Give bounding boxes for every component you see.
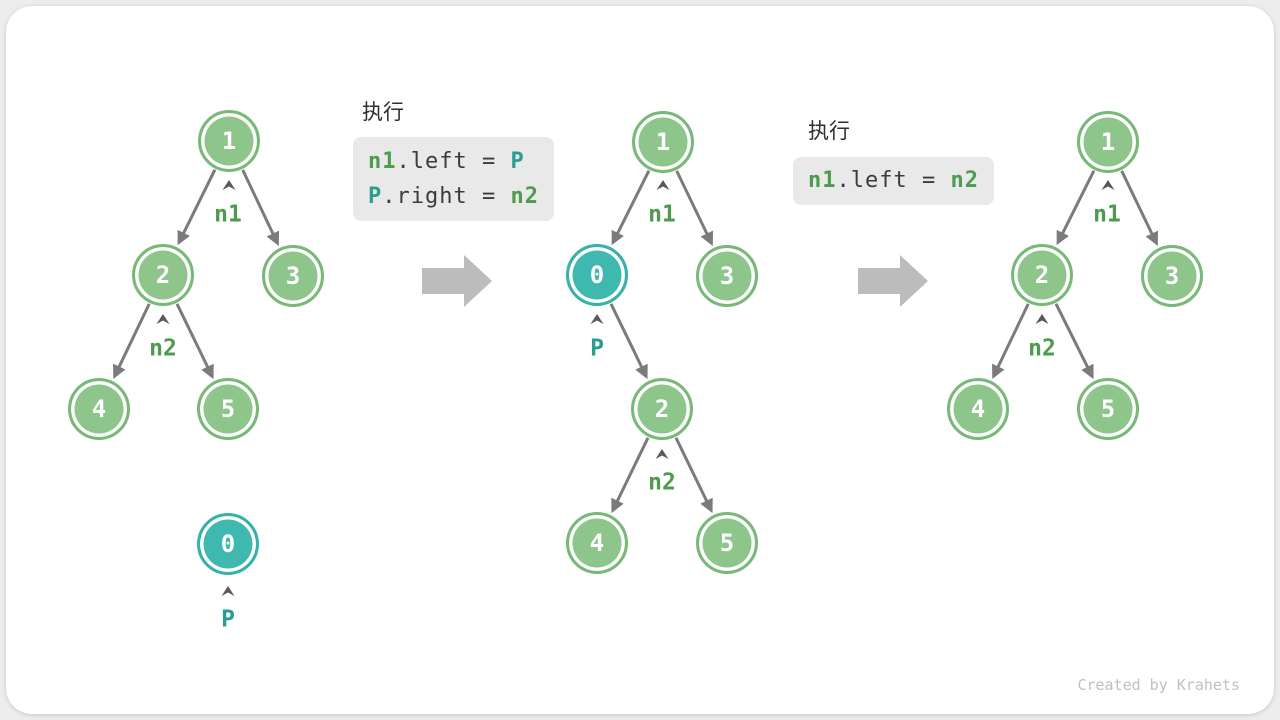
pointer-label-n1: n1 bbox=[648, 201, 676, 228]
tree2-node-2: 2 bbox=[631, 378, 693, 440]
node-value: 0 bbox=[589, 261, 605, 289]
node-value: 4 bbox=[589, 529, 605, 557]
node-value: 4 bbox=[91, 395, 107, 423]
tree3-node-1: 1 bbox=[1077, 111, 1139, 173]
edge-2-5 bbox=[674, 437, 713, 514]
tree2-node-4: 4 bbox=[566, 512, 628, 574]
tree1-node-1: 1 bbox=[198, 110, 260, 172]
pointer-label-n1: n1 bbox=[214, 201, 242, 228]
caret-up-icon bbox=[1101, 180, 1115, 190]
edge-1-2 bbox=[1056, 170, 1096, 246]
code-token: n1 bbox=[368, 149, 397, 174]
edge-1-3 bbox=[675, 170, 714, 246]
node-value: 4 bbox=[970, 395, 986, 423]
node-value: 2 bbox=[155, 261, 171, 289]
tree1-node-0-detached: 0 bbox=[197, 513, 259, 575]
caret-up-icon bbox=[221, 586, 235, 596]
tree2-node-1: 1 bbox=[632, 111, 694, 173]
edge-1-3 bbox=[241, 169, 280, 246]
code-token: P bbox=[510, 149, 525, 174]
node-value: 3 bbox=[285, 262, 301, 290]
caret-up-icon bbox=[655, 449, 669, 459]
pointer-carets bbox=[156, 180, 1115, 596]
code-token: .right = bbox=[382, 184, 511, 209]
tree3-node-3: 3 bbox=[1141, 245, 1203, 307]
tree2-node-3: 3 bbox=[696, 245, 758, 307]
node-value: 5 bbox=[1100, 395, 1116, 423]
node-value: 2 bbox=[654, 395, 670, 423]
pointer-label-p: P bbox=[221, 606, 235, 633]
watermark-credit: Created by Krahets bbox=[1077, 676, 1240, 694]
tree1-node-5: 5 bbox=[197, 378, 259, 440]
caret-up-icon bbox=[156, 314, 170, 324]
step2-title: 执行 bbox=[808, 119, 850, 143]
node-value: 1 bbox=[1100, 128, 1116, 156]
tree1-edges bbox=[113, 169, 280, 380]
pointer-label-p: P bbox=[590, 335, 604, 362]
tree1-node-2: 2 bbox=[132, 244, 194, 306]
step2-code-block: n1.left = n2 bbox=[793, 157, 994, 205]
node-value: 5 bbox=[220, 395, 236, 423]
edge-2-4 bbox=[113, 303, 151, 379]
tree2-node-0: 0 bbox=[566, 244, 628, 306]
tree1-node-4: 4 bbox=[68, 378, 130, 440]
tree2-edges bbox=[609, 170, 714, 514]
step-arrows bbox=[422, 255, 928, 307]
node-value: 2 bbox=[1034, 261, 1050, 289]
caret-up-icon bbox=[656, 180, 670, 190]
tree2-node-5: 5 bbox=[696, 512, 758, 574]
node-value: 5 bbox=[719, 529, 735, 557]
right-arrow-icon bbox=[858, 255, 928, 307]
edge-1-0 bbox=[611, 170, 651, 246]
code-token: n1 bbox=[808, 168, 837, 193]
node-value: 3 bbox=[719, 262, 735, 290]
step1-title: 执行 bbox=[362, 100, 404, 124]
code-token: P bbox=[368, 184, 383, 209]
tree3-node-4: 4 bbox=[947, 378, 1009, 440]
edge-2-5 bbox=[175, 303, 214, 380]
tree3-node-2: 2 bbox=[1011, 244, 1073, 306]
pointer-label-n2: n2 bbox=[648, 469, 676, 496]
edge-2-4 bbox=[611, 437, 650, 514]
tree1-node-3: 3 bbox=[262, 245, 324, 307]
pointer-label-n1: n1 bbox=[1093, 201, 1121, 228]
edge-0-2 bbox=[609, 303, 648, 380]
edge-2-5 bbox=[1054, 303, 1094, 380]
tree3-edges bbox=[992, 170, 1159, 380]
caret-up-icon bbox=[1035, 314, 1049, 324]
caret-up-icon bbox=[590, 314, 604, 324]
pointer-label-n2: n2 bbox=[1028, 335, 1056, 362]
node-value: 3 bbox=[1164, 262, 1180, 290]
code-token: n2 bbox=[510, 184, 539, 209]
caret-up-icon bbox=[222, 180, 236, 190]
edge-1-2 bbox=[177, 169, 217, 246]
code-token: .left = bbox=[836, 168, 951, 193]
tree3-node-5: 5 bbox=[1077, 378, 1139, 440]
code-token: .left = bbox=[396, 149, 511, 174]
right-arrow-icon bbox=[422, 255, 492, 307]
code-token: n2 bbox=[950, 168, 979, 193]
pointer-label-n2: n2 bbox=[149, 335, 177, 362]
node-value: 1 bbox=[221, 127, 237, 155]
node-value: 0 bbox=[220, 530, 236, 558]
edge-1-3 bbox=[1120, 170, 1159, 246]
node-value: 1 bbox=[655, 128, 671, 156]
edge-2-4 bbox=[992, 303, 1030, 379]
